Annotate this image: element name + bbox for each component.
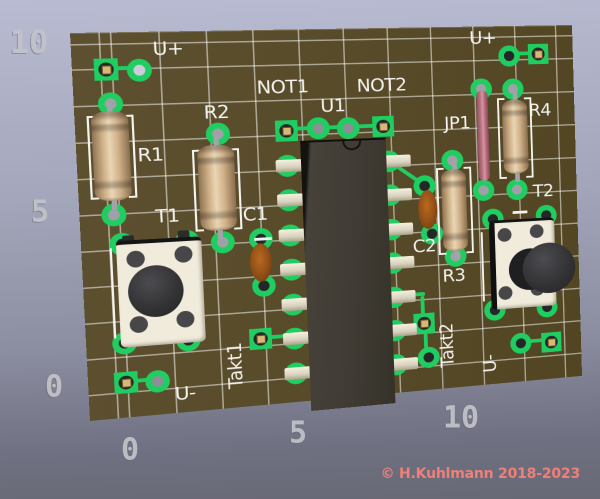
smd-square-pad xyxy=(541,331,562,353)
silk-label-not2: NOT2 xyxy=(356,74,407,97)
through-hole-pad xyxy=(335,116,360,140)
ic-pin-right xyxy=(390,289,416,304)
silk-outline-t1 xyxy=(109,248,117,339)
component-resistor-r4 xyxy=(501,99,529,175)
ic-pin-left xyxy=(279,262,307,277)
silk-label-c2: C2 xyxy=(412,235,437,258)
ic-pin-right xyxy=(391,323,418,337)
smd-test-point xyxy=(256,334,266,344)
axis-label-left-5: 5 xyxy=(30,194,50,230)
through-hole-pad xyxy=(497,45,520,67)
silk-label-takt1: Takt1 xyxy=(223,341,248,390)
silk-label-c1: C1 xyxy=(242,203,269,226)
component-jumper-jp1 xyxy=(476,90,491,181)
silk-label-r3: R3 xyxy=(442,264,466,287)
axis-label-bottom-0: 0 xyxy=(120,432,140,468)
silk-label-u1: U1 xyxy=(319,94,346,117)
silk-label-u-plus-left: U+ xyxy=(151,37,184,60)
axis-label-bottom-10: 10 xyxy=(442,400,480,436)
smd-test-point xyxy=(379,122,389,132)
through-hole-pad xyxy=(144,368,170,394)
through-hole-pad xyxy=(125,58,152,82)
ic-pin-left xyxy=(275,158,303,173)
ic-pin-left xyxy=(278,227,306,242)
ic-pin-right xyxy=(392,356,419,371)
copper-trace xyxy=(286,123,386,131)
smd-square-pad xyxy=(372,115,395,138)
silk-label-u-minus-right: U- xyxy=(479,353,501,374)
axis-label-left-10: 10 xyxy=(9,23,49,61)
ic-pin-right xyxy=(385,153,411,168)
smd-square-pad xyxy=(527,43,549,65)
silk-label-t1: T1 xyxy=(154,204,180,228)
ic-pin-left xyxy=(276,193,304,208)
ic-pin-left xyxy=(281,297,309,312)
ic-pin-left xyxy=(282,331,310,346)
smd-test-point xyxy=(420,319,430,329)
silk-label-u-plus-right: U+ xyxy=(468,27,497,49)
pcb-board: U+ R1 T1 R2 C1 NOT1 U1 NOT2 C2 R3 JP1 R4… xyxy=(70,24,583,421)
smd-square-pad xyxy=(248,327,273,351)
silk-label-r1: R1 xyxy=(136,143,165,167)
ic-pin-right xyxy=(386,187,413,202)
silk-label-r4: R4 xyxy=(528,99,552,121)
silk-label-r2: R2 xyxy=(203,101,230,124)
axis-label-bottom-5: 5 xyxy=(288,415,308,451)
smd-test-point xyxy=(533,50,543,59)
smd-test-point xyxy=(282,126,292,136)
through-hole-pad xyxy=(305,116,330,140)
smd-square-pad xyxy=(93,57,119,81)
smd-test-point xyxy=(547,338,557,347)
smd-test-point xyxy=(101,64,112,75)
component-ic-u1 xyxy=(300,137,396,411)
silk-label-u-minus-left: U- xyxy=(174,382,197,405)
component-resistor-r3 xyxy=(440,168,469,252)
silk-label-takt2: Takt2 xyxy=(436,322,459,369)
ic-pin-right xyxy=(389,255,415,270)
component-resistor-r2 xyxy=(196,144,238,232)
smd-square-pad xyxy=(274,119,299,142)
copyright-watermark: © H.Kuhlmann 2018-2023 xyxy=(380,466,581,482)
smd-square-pad xyxy=(113,370,139,395)
axis-label-left-0: 0 xyxy=(44,369,64,405)
smd-test-point xyxy=(121,378,132,388)
through-hole-pad xyxy=(471,178,495,202)
silk-label-t2: T2 xyxy=(532,180,554,202)
component-resistor-r1 xyxy=(90,110,133,202)
silk-label-jp1: JP1 xyxy=(443,112,471,134)
through-hole-pad xyxy=(510,331,532,355)
silk-label-not1: NOT1 xyxy=(256,75,309,99)
silk-dash-t2 xyxy=(512,210,528,214)
ic-pin-right xyxy=(387,221,414,236)
silk-outline-t2 xyxy=(480,232,485,302)
ic-notch xyxy=(342,140,362,151)
ic-pin-left xyxy=(284,365,311,381)
